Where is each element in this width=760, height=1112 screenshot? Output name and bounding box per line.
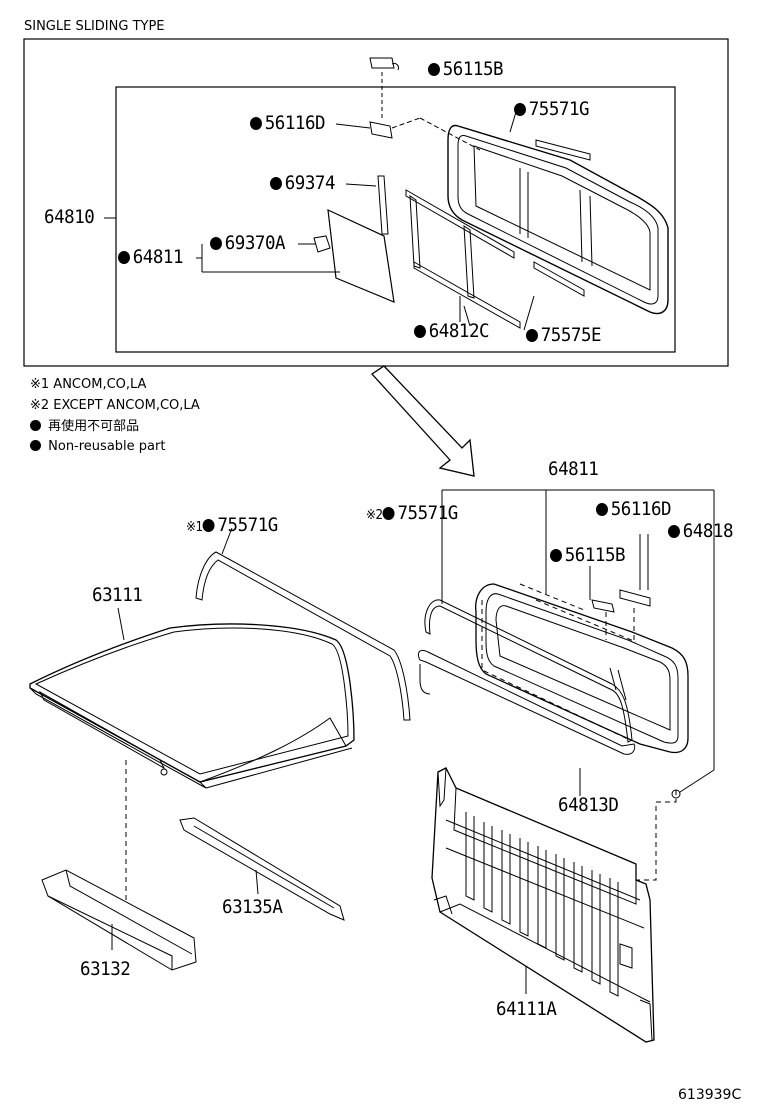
window-seal-64813D — [417, 649, 636, 755]
legend-note-1: ※1 ANCOM,CO,LA — [30, 377, 147, 392]
non-reusable-dot-icon — [514, 103, 526, 116]
clip-56116D — [619, 589, 651, 607]
legend-non-reusable-en: Non-reusable part — [30, 440, 165, 453]
label-63111: 63111 — [92, 584, 143, 606]
non-reusable-dot-icon — [526, 329, 538, 342]
rail-63135A — [179, 817, 345, 921]
label-75571G: 75571G — [514, 100, 590, 119]
label-69374: 69374 — [270, 174, 336, 193]
diagram-title: SINGLE SLIDING TYPE — [24, 19, 165, 34]
non-reusable-dot-icon — [118, 251, 130, 264]
label-64811: 64811 — [548, 458, 599, 480]
label-64812C: 64812C — [414, 322, 490, 341]
illustration-code: 613939C — [678, 1087, 742, 1103]
non-reusable-dot-icon — [414, 325, 426, 338]
inset-strip-69374 — [377, 175, 389, 235]
back-panel-64111A — [431, 767, 655, 1043]
label-64811-inset: 64811 — [118, 248, 184, 267]
label-64813D: 64813D — [558, 794, 619, 816]
label-56116D: 56116D — [596, 500, 672, 519]
window-seal-75571G — [424, 599, 633, 743]
roof-seal-75571G — [195, 551, 411, 721]
non-reusable-dot-icon — [596, 503, 608, 516]
roof-panel-63111 — [29, 623, 355, 789]
inset-clip-56115B — [369, 57, 399, 118]
roof-leader — [117, 607, 125, 641]
label-64810: 64810 — [44, 206, 95, 228]
clip-56115B — [591, 599, 615, 613]
outer-frame — [23, 38, 729, 367]
label-75575E: 75575E — [526, 326, 602, 345]
non-reusable-dot-icon — [270, 177, 282, 190]
non-reusable-dot-icon — [428, 63, 440, 76]
non-reusable-dot-icon — [202, 519, 215, 532]
legend-non-reusable-ja: 再使用不可部品 — [30, 420, 139, 433]
inset-sash-64812C — [405, 189, 521, 329]
non-reusable-dot-icon — [210, 237, 222, 250]
inset-seal-75575E — [533, 261, 585, 297]
label-64111A: 64111A — [496, 998, 557, 1020]
label-63132: 63132 — [80, 958, 131, 980]
back-window-64811 — [475, 583, 689, 754]
inner-frame — [115, 86, 676, 353]
label-64818: 64818 — [668, 522, 734, 541]
label-56116D: 56116D — [250, 114, 326, 133]
legend-note-2: ※2 EXCEPT ANCOM,CO,LA — [30, 398, 200, 413]
label-69370A: 69370A — [210, 234, 286, 253]
label-56115B: 56115B — [428, 60, 504, 79]
inset-clip-69370A — [313, 235, 331, 253]
inset-clip-56116D — [369, 117, 481, 151]
non-reusable-dot-icon — [30, 420, 41, 431]
inset-glass-64811 — [327, 209, 395, 303]
non-reusable-dot-icon — [30, 440, 41, 451]
inset-leaders — [104, 111, 535, 331]
direction-arrow — [371, 365, 475, 477]
leaders-64811 — [441, 489, 715, 796]
label-56115B: 56115B — [550, 546, 626, 565]
inset-back-window — [447, 124, 669, 315]
inset-seal-75571G — [535, 139, 591, 161]
non-reusable-dot-icon — [250, 117, 262, 130]
label-63135A: 63135A — [222, 896, 283, 918]
non-reusable-dot-icon — [382, 507, 395, 520]
rail-63132 — [41, 869, 197, 971]
non-reusable-dot-icon — [550, 549, 562, 562]
non-reusable-dot-icon — [668, 525, 680, 538]
